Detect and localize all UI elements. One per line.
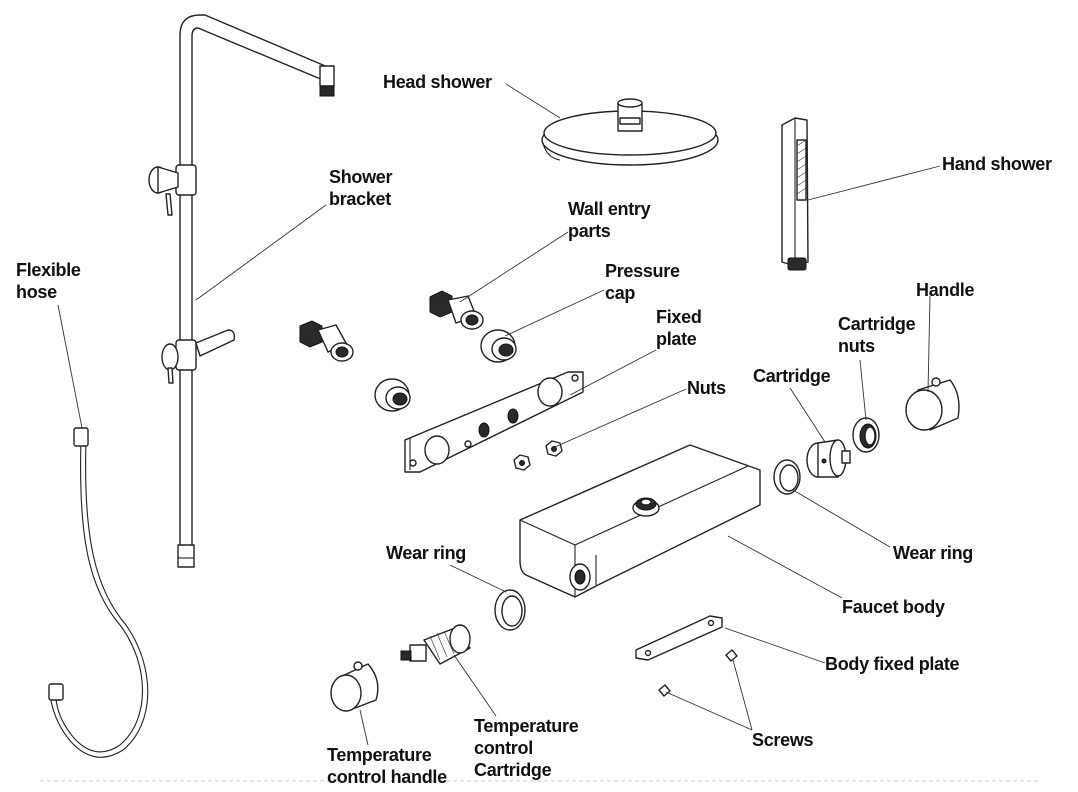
label-fixed-plate: Fixed plate <box>656 306 702 350</box>
label-cartridge-nuts: Cartridge nuts <box>838 313 916 357</box>
cartridge-part <box>806 439 851 478</box>
leader-lines <box>57 83 941 746</box>
label-cartridge: Cartridge <box>753 366 831 386</box>
label-faucet-body: Faucet body <box>842 597 945 617</box>
head-shower-part <box>541 98 719 166</box>
label-wall-entry-parts-line1: Wall entry <box>568 199 651 219</box>
label-temperature-control-cartridge-line2: control <box>474 738 533 758</box>
wear-ring-left-part <box>494 589 526 631</box>
label-temperature-control-cartridge-line3: Cartridge <box>474 760 552 780</box>
label-wall-entry-parts-line2: parts <box>568 221 611 241</box>
label-cartridge-nuts-line2: nuts <box>838 336 875 356</box>
wall-entry-parts-part <box>299 290 484 362</box>
wear-ring-right-part <box>773 459 801 495</box>
faucet-body-part <box>519 444 761 598</box>
flexible-hose-part <box>48 427 149 758</box>
label-pressure-cap: Pressure cap <box>605 260 680 304</box>
label-temperature-control-cartridge: Temperature control Cartridge <box>474 715 579 781</box>
shower-column <box>177 14 335 568</box>
label-hand-shower: Hand shower <box>942 154 1052 174</box>
label-body-fixed-plate: Body fixed plate <box>825 654 960 674</box>
label-nuts: Nuts <box>687 378 726 398</box>
pressure-cap-part <box>374 329 517 412</box>
label-wear-ring-right: Wear ring <box>893 543 973 563</box>
label-pressure-cap-line2: cap <box>605 283 636 303</box>
label-fixed-plate-line1: Fixed <box>656 307 702 327</box>
label-flexible-hose-line2: hose <box>16 282 57 302</box>
cartridge-nuts-part <box>852 417 880 453</box>
label-temperature-control-handle-line1: Temperature <box>327 745 432 765</box>
label-shower-bracket: Shower bracket <box>329 166 393 210</box>
label-wear-ring-left: Wear ring <box>386 543 466 563</box>
label-shower-bracket-line2: bracket <box>329 189 391 209</box>
label-handle: Handle <box>916 280 975 300</box>
label-head-shower: Head shower <box>383 72 492 92</box>
temperature-control-cartridge-part <box>400 624 471 665</box>
label-temperature-control-handle-line2: control handle <box>327 767 447 787</box>
screws-part <box>658 649 738 697</box>
fixed-plate-part <box>404 371 584 473</box>
label-fixed-plate-line2: plate <box>656 329 697 349</box>
label-flexible-hose-line1: Flexible <box>16 260 81 280</box>
label-flexible-hose: Flexible hose <box>16 259 81 303</box>
label-wall-entry-parts: Wall entry parts <box>568 198 651 242</box>
nuts-part <box>513 440 563 471</box>
label-shower-bracket-line1: Shower <box>329 167 393 187</box>
hand-shower-part <box>781 117 809 271</box>
handle-part <box>905 377 960 431</box>
label-pressure-cap-line1: Pressure <box>605 261 680 281</box>
label-cartridge-nuts-line1: Cartridge <box>838 314 916 334</box>
label-temperature-control-cartridge-line1: Temperature <box>474 716 579 736</box>
body-fixed-plate-part <box>635 615 723 661</box>
label-temperature-control-handle: Temperature control handle <box>327 744 447 788</box>
label-screws: Screws <box>752 730 814 750</box>
shower-bracket-part <box>148 164 236 384</box>
temperature-control-handle-part <box>330 661 379 712</box>
